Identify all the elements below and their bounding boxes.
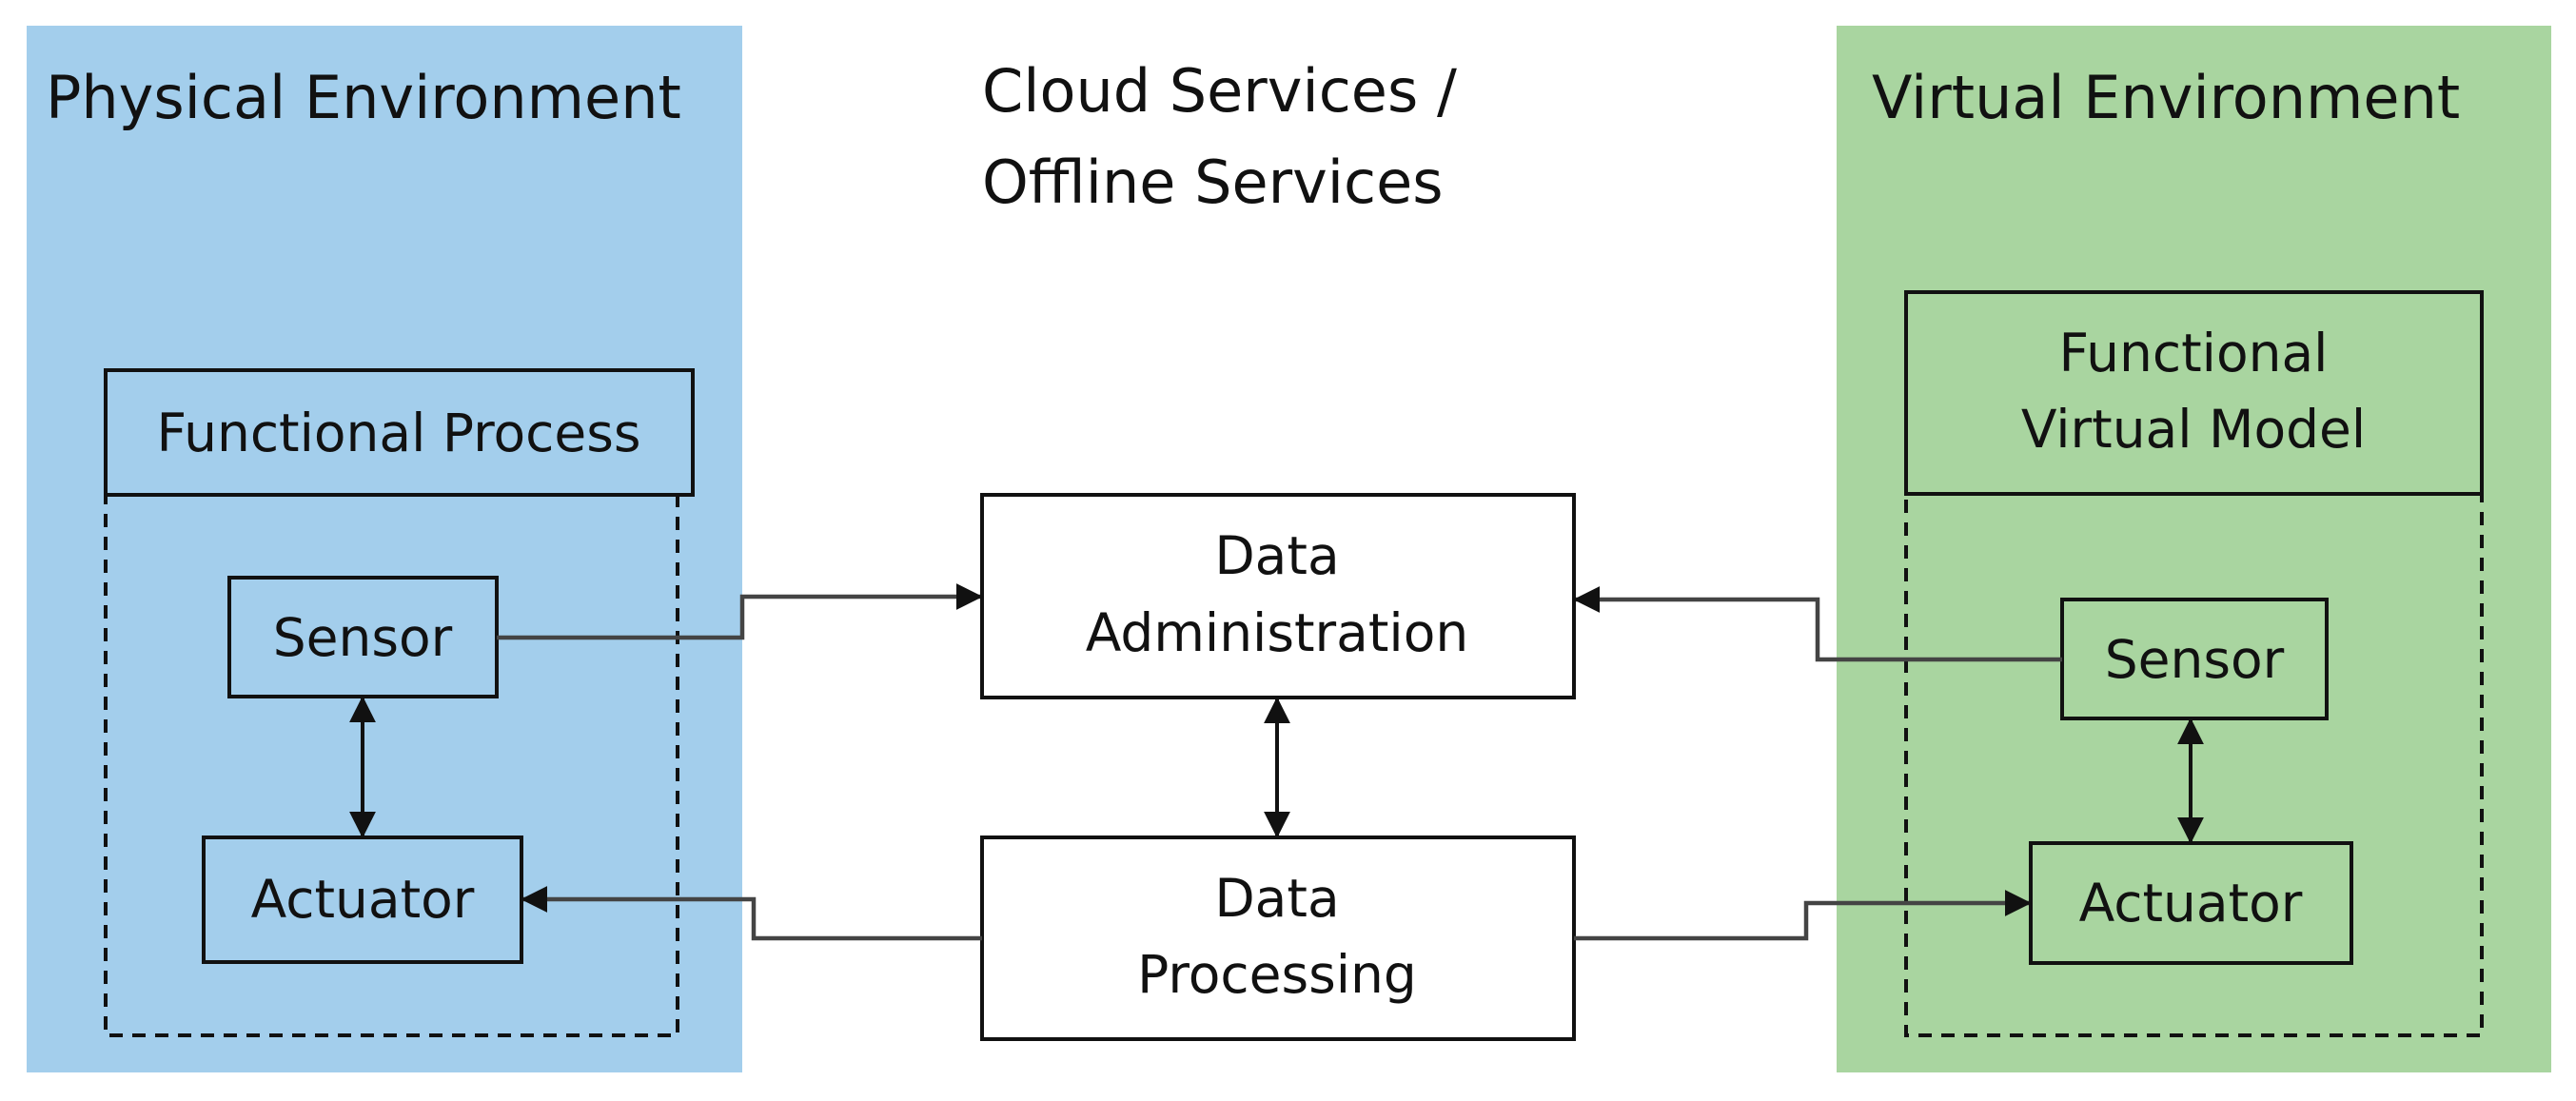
- connector-virtual-sensor-to-data-administration: [1573, 586, 2062, 662]
- connector-data-processing-to-physical-actuator: [521, 886, 982, 941]
- data-administration-box: Data Administration: [980, 493, 1576, 699]
- functional-virtual-model-box: Functional Virtual Model: [1904, 290, 2484, 496]
- virtual-model-label-line2: Virtual Model: [2021, 399, 2366, 460]
- data-administration-label-line2: Administration: [1086, 602, 1468, 663]
- connector-data-processing-to-virtual-actuator: [1574, 890, 2032, 941]
- functional-process-box: Functional Process: [104, 368, 695, 497]
- physical-sensor-label: Sensor: [273, 607, 453, 668]
- cloud-services-title-line1: Cloud Services /: [982, 56, 1457, 126]
- data-processing-box: Data Processing: [980, 836, 1576, 1041]
- physical-environment-title: Physical Environment: [46, 63, 681, 132]
- virtual-sensor-box: Sensor: [2060, 598, 2329, 720]
- cloud-services-title-line2: Offline Services: [982, 147, 1444, 217]
- physical-actuator-box: Actuator: [202, 836, 523, 964]
- cloud-services-section: Cloud Services / Offline Services Data A…: [980, 56, 1576, 1041]
- connector-physical-sensor-to-data-administration: [497, 583, 983, 640]
- virtual-model-label-line1: Functional: [2059, 323, 2329, 383]
- functional-process-label: Functional Process: [156, 403, 640, 463]
- physical-actuator-label: Actuator: [251, 869, 475, 930]
- data-administration-label-line1: Data: [1214, 525, 1339, 586]
- virtual-actuator-label: Actuator: [2079, 873, 2303, 934]
- virtual-environment-panel: Virtual Environment Functional Virtual M…: [1837, 26, 2551, 1072]
- physical-environment-panel: Physical Environment Functional Process …: [27, 26, 742, 1072]
- virtual-sensor-label: Sensor: [2105, 629, 2285, 690]
- data-processing-label-line1: Data: [1214, 868, 1339, 929]
- virtual-actuator-box: Actuator: [2029, 841, 2353, 965]
- virtual-model-dashed-boundary: [1904, 492, 2484, 1037]
- virtual-environment-title: Virtual Environment: [1872, 63, 2460, 132]
- physical-sensor-box: Sensor: [227, 576, 499, 698]
- connectors: [349, 583, 2204, 941]
- data-processing-label-line2: Processing: [1137, 944, 1417, 1005]
